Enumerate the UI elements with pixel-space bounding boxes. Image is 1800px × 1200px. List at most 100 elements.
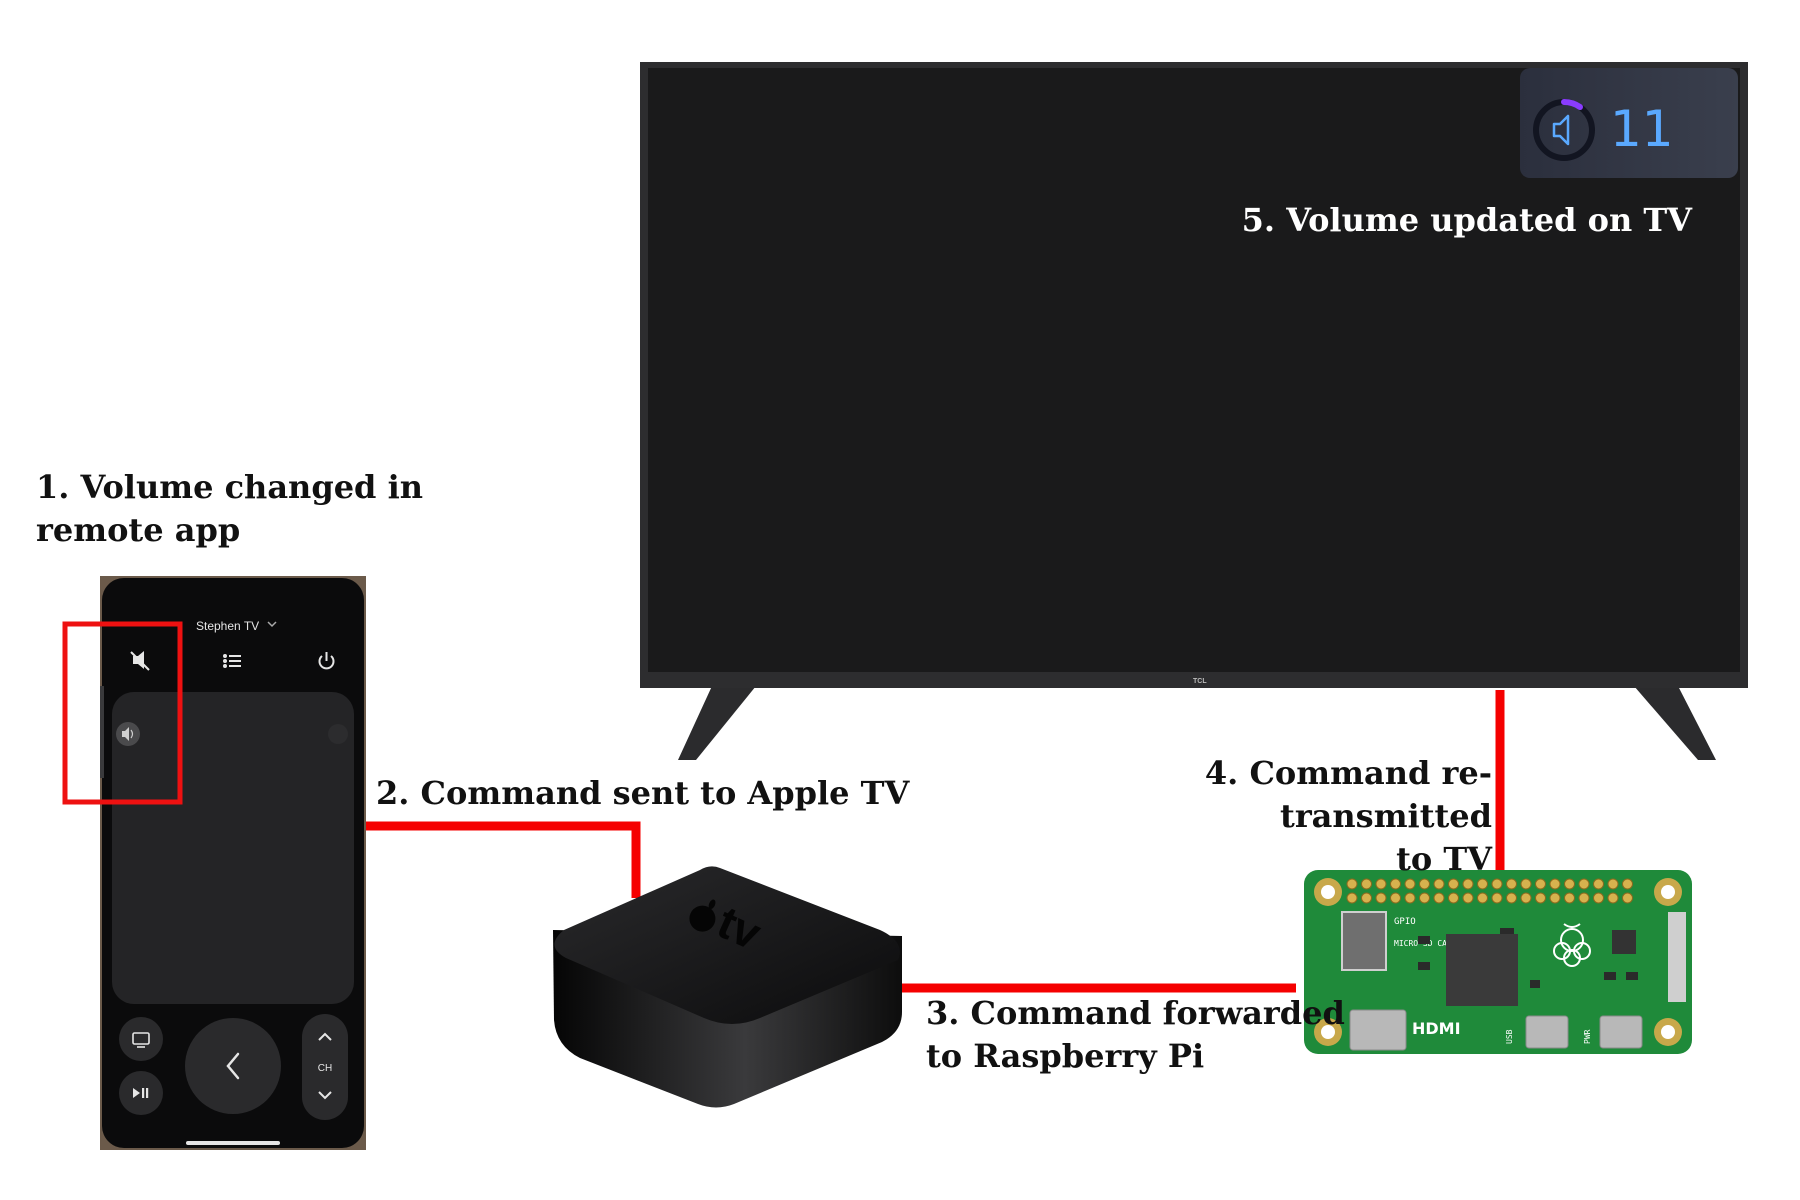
gpio-pin: [1549, 892, 1561, 904]
home-indicator: [186, 1141, 280, 1145]
gpio-pin: [1477, 878, 1488, 890]
play-pause-button[interactable]: [119, 1071, 163, 1115]
gpio-pin: [1462, 878, 1474, 890]
list-icon[interactable]: [223, 654, 241, 668]
pi-silk-hdmi: HDMI: [1412, 1019, 1461, 1038]
speaker-icon: [1552, 114, 1570, 146]
tv-stand-left: [678, 686, 756, 760]
touchpad-right-dot: [328, 724, 348, 744]
step5-label: 5. Volume updated on TV: [1242, 201, 1694, 239]
apple-tv-box: tv: [553, 866, 902, 1108]
gpio-pin: [1375, 892, 1387, 904]
pi-hole-center-tl: [1321, 885, 1335, 899]
connector-remote-to-appletv: [366, 821, 641, 898]
step4-label: 4. Command re-transmitted to TV: [1040, 752, 1492, 881]
gpio-pin: [1578, 878, 1590, 890]
highlight-box: [62, 621, 183, 805]
gpio-pin: [1346, 892, 1358, 904]
gpio-pin: [1535, 878, 1546, 890]
pi-sd-slot: [1341, 911, 1387, 971]
chevron-down-icon[interactable]: [318, 1091, 332, 1100]
back-chevron-icon: [226, 1052, 240, 1080]
play-pause-icon: [133, 1088, 149, 1098]
gpio-pin: [1448, 892, 1459, 904]
gpio-pin: [1477, 892, 1488, 904]
pi-hole-center-br: [1661, 1025, 1675, 1039]
gpio-pin: [1535, 892, 1546, 904]
gpio-pin: [1506, 892, 1517, 904]
step3-line1: 3. Command forwarded: [926, 994, 1345, 1032]
apple-tv-top: [554, 866, 900, 1024]
gpio-pin: [1404, 892, 1416, 904]
gpio-pin: [1549, 878, 1561, 890]
gpio-pin: [1433, 892, 1445, 904]
volume-level: 11: [1610, 100, 1674, 158]
pi-mini-hdmi-port: [1349, 1009, 1407, 1051]
pi-silk-pwr: PWR: [1583, 1029, 1592, 1044]
gpio-pin: [1361, 878, 1372, 890]
gpio-pin: [1419, 892, 1430, 904]
step1-label: 1. Volume changed in remote app: [36, 466, 423, 552]
pi-components: [1418, 928, 1638, 988]
gpio-pin: [1520, 878, 1532, 890]
gpio-pin: [1564, 892, 1575, 904]
mute-icon[interactable]: [130, 651, 150, 671]
step1-line2: remote app: [36, 511, 241, 549]
back-button[interactable]: [185, 1018, 281, 1114]
pi-hole-center-bl: [1321, 1025, 1335, 1039]
gpio-pin: [1390, 892, 1401, 904]
volume-osd-panel: [1520, 68, 1738, 178]
raspberry-pi: GPIO MICRO SD CARD HDMI USB PWR: [1304, 870, 1692, 1054]
gpio-pin: [1607, 892, 1619, 904]
gpio-pin: [1491, 892, 1503, 904]
gpio-pin: [1622, 878, 1633, 890]
gpio-pin: [1448, 878, 1459, 890]
raspberry-logo-icon: [1553, 923, 1591, 967]
step2-line1: 2. Command sent to Apple TV: [376, 774, 910, 812]
tv: TCL 11 5. Volume updated on TV: [640, 62, 1748, 760]
step4-line1: 4. Command re-transmitted: [1204, 754, 1492, 835]
channel-label: CH: [318, 1063, 332, 1074]
channel-rocker[interactable]: [302, 1014, 348, 1120]
pi-silk-usb: USB: [1505, 1029, 1514, 1044]
connector-lines: [366, 690, 1505, 993]
gpio-pin: [1506, 878, 1517, 890]
power-icon[interactable]: [318, 652, 335, 670]
gpio-pin: [1462, 892, 1474, 904]
gpio-pin: [1419, 878, 1430, 890]
gpio-pin: [1564, 878, 1575, 890]
tv-stand-right: [1634, 686, 1716, 760]
pi-hole-center-tr: [1661, 885, 1675, 899]
pi-gpio-header: [1346, 878, 1633, 904]
gpio-pin: [1593, 892, 1604, 904]
tv-volume-osd: 11: [1520, 68, 1738, 178]
gpio-pin: [1404, 878, 1416, 890]
gpio-pin: [1622, 892, 1633, 904]
gpio-pin: [1390, 878, 1401, 890]
remote-app: Stephen TV: [62, 576, 366, 1150]
pi-camera-connector: [1668, 912, 1686, 1002]
chevron-down-small-icon[interactable]: [267, 621, 277, 628]
step3-line2: to Raspberry Pi: [926, 1037, 1205, 1075]
gpio-pin: [1433, 878, 1445, 890]
chevron-up-icon[interactable]: [318, 1032, 332, 1041]
apple-logo-icon: [689, 899, 716, 932]
gpio-pin: [1593, 878, 1604, 890]
gpio-pin: [1346, 878, 1358, 890]
gpio-pin: [1607, 878, 1619, 890]
tv-brand-logo: TCL: [1193, 678, 1207, 685]
step2-label: 2. Command sent to Apple TV: [376, 772, 909, 815]
step4-line2: to TV: [1396, 840, 1492, 878]
gpio-pin: [1578, 892, 1590, 904]
device-name[interactable]: Stephen TV: [196, 619, 259, 633]
volume-side-slider[interactable]: [100, 686, 104, 778]
gpio-pin: [1361, 892, 1372, 904]
pi-soc-chip: [1446, 934, 1518, 1006]
tv-button[interactable]: [119, 1017, 163, 1061]
pi-pwr-port: [1599, 1015, 1643, 1049]
speaker-small-icon: [122, 727, 134, 741]
step3-label: 3. Command forwarded to Raspberry Pi: [926, 992, 1345, 1078]
touchpad[interactable]: [112, 692, 354, 1004]
gpio-pin: [1520, 892, 1532, 904]
